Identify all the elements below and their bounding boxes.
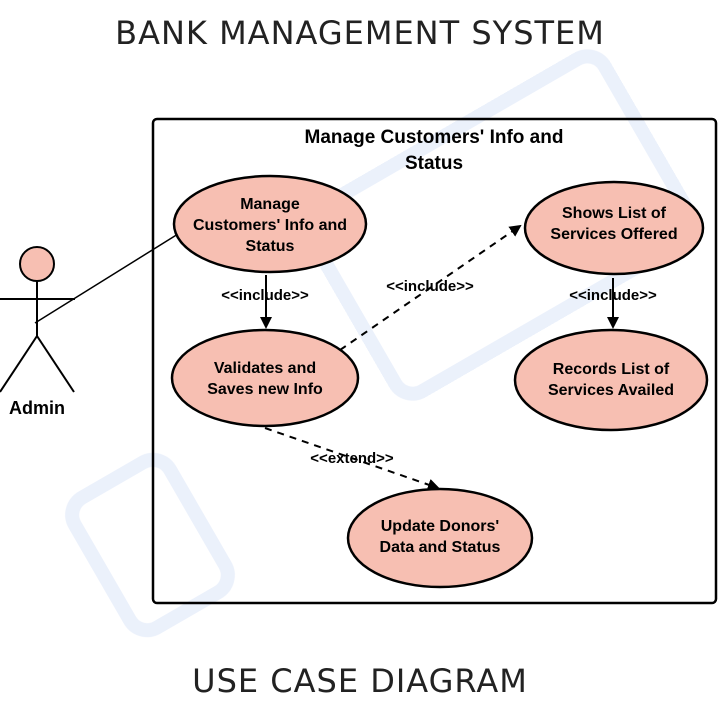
use-case-shows-line2: Services Offered [550, 226, 677, 243]
system-boundary [151, 117, 718, 605]
include-label-2: <<include>> [386, 278, 474, 295]
system-boundary-title-line1: Manage Customers' Info and [305, 127, 564, 148]
watermark-logo [65, 49, 700, 638]
use-case-manage-line3: Status [246, 238, 295, 255]
actor-admin[interactable] [0, 246, 75, 393]
use-case-manage-line2: Customers' Info and [193, 217, 347, 234]
extend-label-1: <<extend>> [310, 450, 394, 467]
system-boundary-title-line2: Status [405, 153, 463, 174]
use-case-shows-services-offered[interactable]: Shows List of Services Offered [523, 180, 705, 276]
use-case-records-line1: Records List of [553, 361, 670, 378]
use-case-validates-saves-info[interactable]: Validates and Saves new Info [170, 328, 360, 428]
use-case-update-line2: Data and Status [380, 539, 501, 556]
actor-head [19, 246, 55, 282]
page-footer: USE CASE DIAGRAM [192, 662, 528, 700]
include-label-1: <<include>> [221, 287, 309, 304]
extend-arrow-validates-update [264, 427, 440, 491]
use-case-validates-line1: Validates and [214, 360, 316, 377]
use-case-records-line2: Services Availed [548, 382, 674, 399]
actor-label: Admin [9, 398, 65, 418]
use-case-update-line1: Update Donors' [381, 518, 499, 535]
include-arrow-validates-shows [339, 224, 522, 351]
include-label-3: <<include>> [569, 287, 657, 304]
page-title: BANK MANAGEMENT SYSTEM [115, 14, 605, 52]
use-case-validates-line2: Saves new Info [207, 381, 323, 398]
use-case-shows-line1: Shows List of [562, 205, 667, 222]
use-case-manage-customers-info[interactable]: Manage Customers' Info and Status [172, 174, 368, 274]
use-case-manage-line1: Manage [240, 196, 300, 213]
use-case-update-donors-data[interactable]: Update Donors' Data and Status [346, 487, 534, 589]
association-admin-manage [34, 233, 179, 324]
use-case-records-services-availed[interactable]: Records List of Services Availed [513, 328, 709, 432]
